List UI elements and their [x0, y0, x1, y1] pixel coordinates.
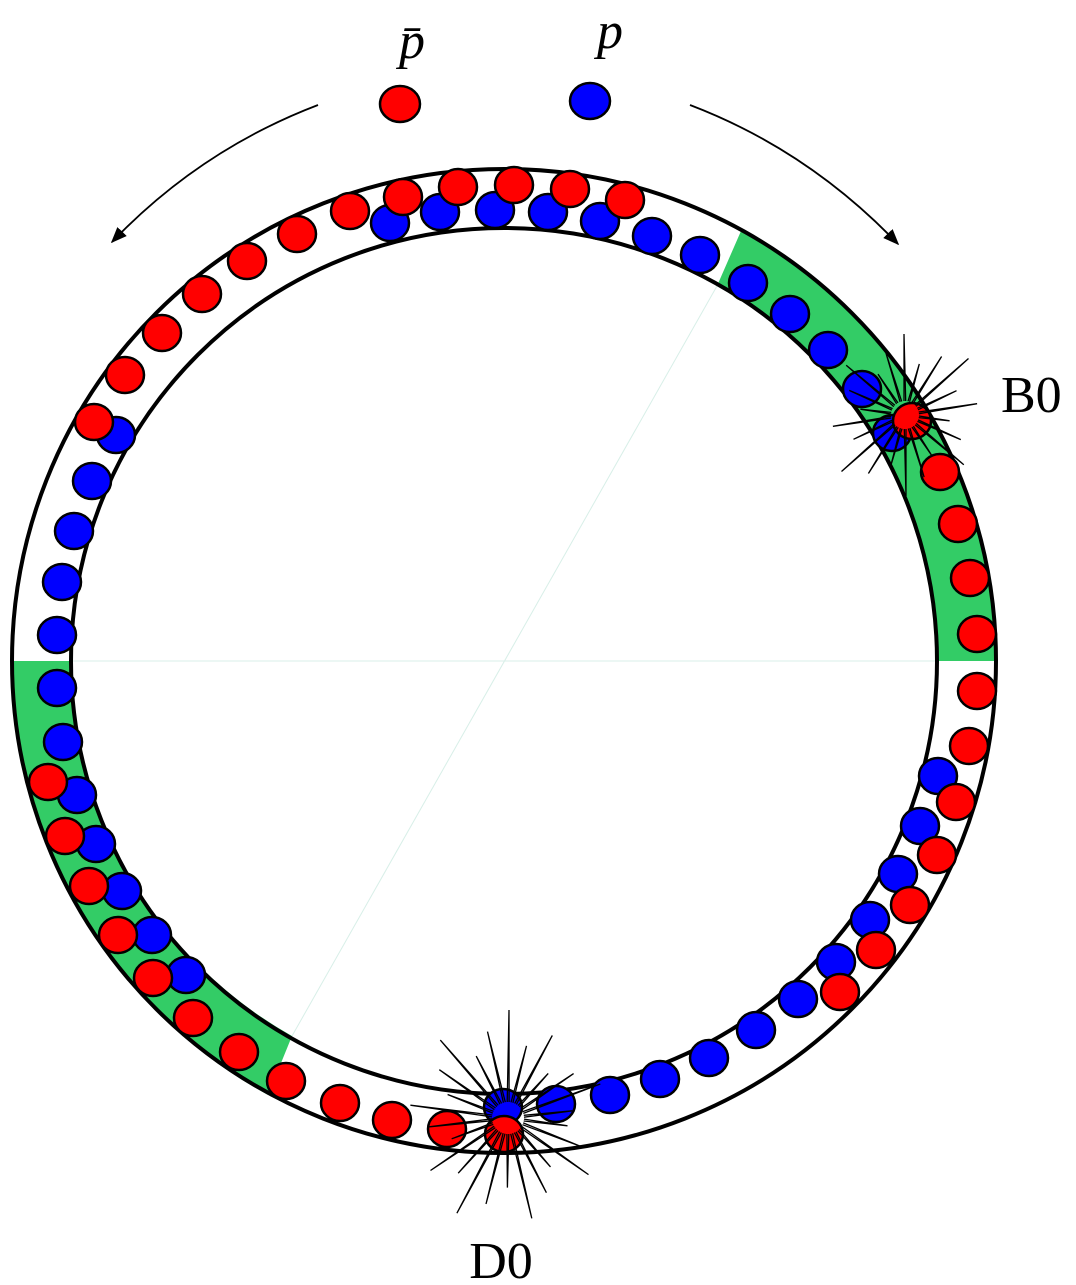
proton-bunch — [679, 235, 721, 275]
detector-label-d0: D0 — [469, 1233, 533, 1285]
antiproton-bunch — [73, 402, 115, 442]
proton-bunch — [841, 369, 883, 409]
antiproton-bunch — [265, 1061, 307, 1101]
proton-bunch — [688, 1038, 730, 1078]
antiproton-bunch — [937, 504, 979, 544]
antiproton-bunch — [104, 355, 146, 395]
antiproton-bunch — [493, 165, 535, 205]
direction-arrow-left — [110, 104, 319, 244]
legend-proton-label: p — [593, 3, 623, 60]
proton-bunch — [777, 979, 819, 1019]
legend-antiproton-label: p̄ — [395, 13, 425, 70]
proton-bunch — [53, 511, 95, 551]
proton-bunch — [807, 330, 849, 370]
antiproton-bunch — [916, 835, 958, 875]
proton-bunch — [71, 461, 113, 501]
antiproton-bunch — [426, 1109, 468, 1149]
green-sector-right — [717, 231, 996, 661]
antiproton-bunch — [956, 671, 998, 711]
proton-bunch — [131, 915, 173, 955]
antiproton-bunch — [172, 998, 214, 1038]
green-sector-left — [11, 661, 292, 1095]
direction-arrow-right — [689, 104, 900, 246]
antiproton-bunch — [329, 191, 371, 231]
antiproton-bunch — [919, 452, 961, 492]
antiproton-bunch — [949, 558, 991, 598]
antiproton-bunch — [226, 241, 268, 281]
antiproton-bunch — [371, 1100, 413, 1140]
proton-bunch — [589, 1075, 631, 1115]
legend-antiproton-marker — [378, 84, 422, 124]
antiproton-bunch — [132, 958, 174, 998]
proton-bunch — [727, 263, 769, 303]
antiproton-bunch — [382, 177, 424, 217]
antiproton-bunch — [218, 1032, 260, 1072]
antiproton-bunch — [97, 915, 139, 955]
proton-bunch — [42, 722, 84, 762]
antiproton-bunch — [276, 214, 318, 254]
antiproton-bunch — [855, 930, 897, 970]
legend-proton-marker — [568, 81, 612, 121]
antiproton-bunch — [819, 972, 861, 1012]
proton-bunch — [36, 668, 78, 708]
proton-bunch — [41, 562, 83, 602]
antiproton-bunch — [549, 169, 591, 209]
proton-bunch — [899, 806, 941, 846]
antiproton-bunch — [68, 866, 110, 906]
proton-bunch — [639, 1059, 681, 1099]
antiproton-bunch — [604, 180, 646, 220]
proton-bunch — [769, 294, 811, 334]
proton-bunch — [36, 615, 78, 655]
antiproton-bunch — [948, 726, 990, 766]
collision-burst-b0 — [832, 333, 978, 497]
proton-bunch — [631, 216, 673, 256]
guide-line-diagonal — [291, 285, 718, 1037]
collision-burst-b0-rays — [832, 333, 978, 497]
antiproton-bunch — [319, 1083, 361, 1123]
antiproton-bunches — [27, 165, 998, 1154]
antiproton-bunch — [27, 762, 69, 802]
antiproton-bunch — [889, 885, 931, 925]
antiproton-bunch — [44, 816, 86, 856]
proton-bunch — [735, 1010, 777, 1050]
antiproton-bunch — [181, 274, 223, 314]
antiproton-bunch — [437, 167, 479, 207]
proton-bunches — [36, 190, 959, 1127]
collision-burst-d0 — [410, 1009, 601, 1219]
collision-burst-d0-rays — [410, 1009, 601, 1219]
antiproton-bunch — [935, 782, 977, 822]
proton-bunch — [101, 871, 143, 911]
antiproton-bunch — [956, 614, 998, 654]
antiproton-bunch — [141, 313, 183, 353]
detector-label-b0: B0 — [1001, 367, 1062, 424]
